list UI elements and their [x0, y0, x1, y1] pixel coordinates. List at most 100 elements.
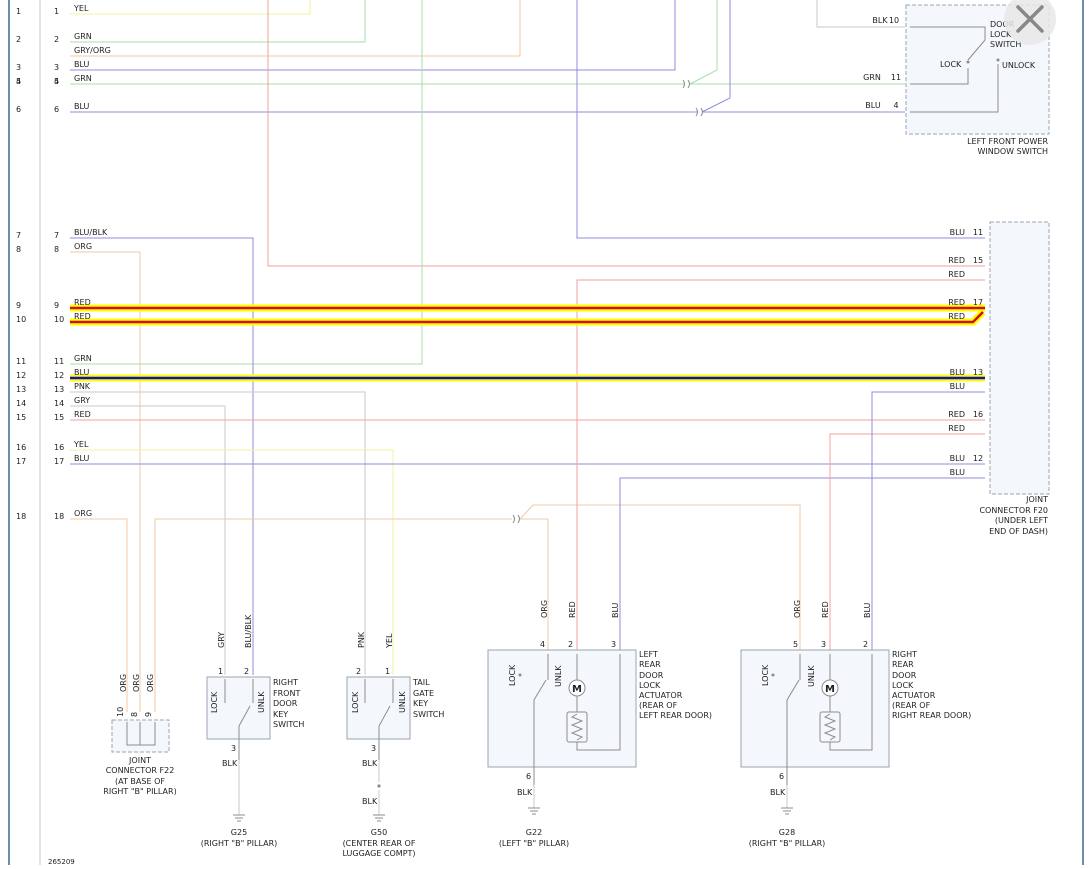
row-number: 5	[16, 77, 21, 86]
rr-motor-circle	[821, 679, 839, 697]
rr-internal-blu	[829, 654, 873, 751]
tg-ground-name: G50	[371, 828, 387, 837]
row-number: 1	[16, 7, 21, 16]
rf-title-3: DOOR	[273, 699, 298, 708]
wire-row18-org-d	[520, 518, 549, 650]
f20-wire-color: BLU	[950, 368, 966, 377]
wire-color-label: GRY/ORG	[74, 46, 111, 55]
close-button[interactable]	[1004, 0, 1056, 45]
lr-wire-blu: BLU	[611, 602, 620, 618]
tg-ground-loc-2: LUGGAGE COMPT)	[342, 849, 415, 858]
ws-title-door: DOOR	[990, 20, 1015, 29]
rr-title-5: ACTUATOR	[892, 691, 936, 700]
rf-ground-icon	[233, 814, 245, 822]
tg-ground-loc-1: (CENTER REAR OF	[343, 839, 416, 848]
ws-wire-blk: BLK	[872, 16, 888, 25]
ws-unlock-contact	[996, 58, 1000, 62]
wire-row14-gry	[70, 405, 226, 675]
wire-blk-ws	[816, 0, 905, 28]
connector-pin-number: 14	[54, 399, 64, 408]
connector-pin-number: 15	[54, 413, 64, 422]
row-number: 4	[16, 77, 21, 86]
rr-internal-blade	[786, 679, 800, 701]
f20-pin-number: 16	[973, 410, 983, 419]
lr-title-5: ACTUATOR	[639, 691, 683, 700]
wire-color-label: GRN	[74, 32, 92, 41]
connector-pin-number: 9	[54, 301, 59, 310]
ws-internal-blk	[910, 26, 986, 40]
close-x-icon[interactable]	[1016, 5, 1044, 33]
f22-bus	[126, 722, 156, 746]
tg-lock-label: LOCK	[351, 691, 360, 713]
f22-wire-org-2: ORG	[132, 674, 141, 692]
joint-connector-f22: ORG ORG ORG 10 8 9 JOINT CONNECTOR F22 (…	[103, 674, 176, 796]
rr-motor-label: M	[825, 684, 835, 695]
f22-pin-8: 8	[130, 712, 139, 717]
ws-title-switch: SWITCH	[990, 40, 1021, 49]
f20-pin-number: 12	[973, 454, 983, 463]
wire-color-label: PNK	[74, 382, 91, 391]
lr-wire-red: RED	[568, 601, 577, 618]
tg-title-3: KEY	[413, 699, 428, 708]
lr-title-1: LEFT	[639, 650, 658, 659]
rf-lock-label: LOCK	[210, 691, 219, 713]
rf-wire-bluBlk: BLU/BLK	[244, 614, 253, 648]
rr-ground-name: G28	[779, 828, 795, 837]
wire-row4-grn-up	[689, 0, 718, 85]
row-number: 16	[16, 443, 26, 452]
tg-unlk-label: UNLK	[398, 691, 407, 713]
row-number: 7	[16, 231, 21, 240]
tg-title-2: GATE	[413, 689, 434, 698]
hop-row18	[512, 514, 520, 524]
f20-wire-color: RED	[948, 424, 965, 433]
wire-color-label: RED	[74, 298, 91, 307]
lr-motor-label: M	[572, 684, 582, 695]
lr-pin-4: 4	[540, 640, 545, 649]
f20-caption-line3: (UNDER LEFT	[995, 516, 1048, 525]
close-button-bg[interactable]	[1004, 0, 1056, 45]
wire-color-label: BLU	[74, 454, 90, 463]
f20-wire-color: RED	[948, 256, 965, 265]
lr-motor-circle	[568, 679, 586, 697]
row-number: 13	[16, 385, 26, 394]
f22-pin-9: 9	[144, 712, 153, 717]
f22-caption-line2: CONNECTOR F22	[106, 766, 175, 775]
wire-color-label: GRN	[74, 354, 92, 363]
f20-pin-number: 17	[973, 298, 983, 307]
rr-internal	[786, 654, 873, 785]
wire-blu-577	[576, 0, 985, 239]
ws-wire-blu: BLU	[865, 101, 881, 110]
row-number: 9	[16, 301, 21, 310]
ws-pin-4: 4	[893, 101, 898, 110]
ws-lock-contact	[966, 60, 970, 64]
connector-pin-number: 1	[54, 7, 59, 16]
row-number: 17	[16, 457, 26, 466]
connector-pin-number: 5	[54, 77, 59, 86]
wire-gryorg	[70, 0, 521, 57]
connector-pin-number: 7	[54, 231, 59, 240]
tg-internal	[364, 679, 394, 760]
wire-color-label: BLU	[74, 102, 90, 111]
f22-caption-line4: RIGHT "B" PILLAR)	[103, 787, 176, 796]
row-number: 18	[16, 512, 26, 521]
wire-row7-bluBlk	[70, 237, 254, 675]
rr-title-4: LOCK	[892, 681, 914, 690]
rr-pin-6: 6	[779, 772, 784, 781]
wire-row3-blu	[70, 0, 676, 71]
connector-pin-number: 17	[54, 457, 64, 466]
wire-color-label: YEL	[73, 440, 89, 449]
rf-unlk-label: UNLK	[257, 691, 266, 713]
rr-pin-5: 5	[793, 640, 798, 649]
wire-row18-org-c	[519, 504, 801, 650]
lr-title-2: REAR	[639, 660, 661, 669]
rr-title-2: REAR	[892, 660, 914, 669]
tg-wire-yel: YEL	[385, 633, 394, 649]
lr-internal-blu	[576, 654, 621, 751]
row-number: 6	[16, 105, 21, 114]
wire-color-label: ORG	[74, 242, 92, 251]
lr-pin-6: 6	[526, 772, 531, 781]
rr-wire-red: RED	[821, 601, 830, 618]
f20-pin-number: 11	[973, 228, 983, 237]
lr-wire-org: ORG	[540, 600, 549, 618]
